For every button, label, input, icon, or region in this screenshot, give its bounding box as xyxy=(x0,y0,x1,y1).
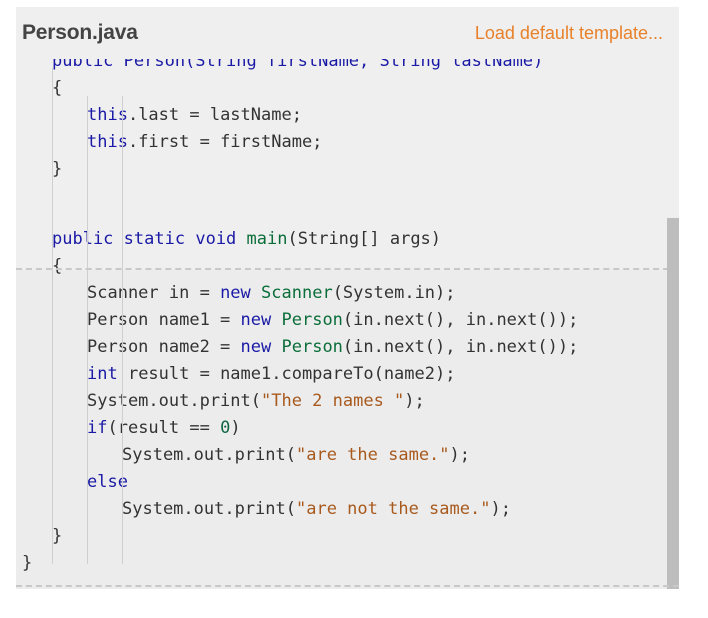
code-line: } xyxy=(52,523,62,550)
code-token: "are the same." xyxy=(296,445,450,465)
code-token: System.out.print( xyxy=(122,445,296,465)
code-token: else xyxy=(87,472,128,492)
code-token xyxy=(236,229,246,249)
code-token: (System.in); xyxy=(332,283,456,303)
code-token: this xyxy=(87,132,128,152)
code-token: new xyxy=(220,283,251,303)
code-line: } xyxy=(22,550,32,577)
code-token xyxy=(185,229,195,249)
vertical-scrollbar[interactable] xyxy=(667,218,679,589)
code-line: if(result == 0) xyxy=(87,415,241,442)
code-token: ); xyxy=(449,445,471,465)
code-line: { xyxy=(52,253,62,280)
code-line: int result = name1.compareTo(name2); xyxy=(87,361,455,388)
file-name: Person.java xyxy=(22,21,138,44)
indent-guide xyxy=(52,68,53,564)
code-token: Person name1 = xyxy=(87,310,241,330)
code-token: (result == xyxy=(107,418,221,438)
code-line: { xyxy=(52,75,62,102)
code-editor[interactable]: Person.java Load default template... pub… xyxy=(16,7,679,589)
code-line: Person name2 = new Person(in.next(), in.… xyxy=(87,334,578,361)
code-token: result = name1.compareTo(name2); xyxy=(117,364,456,384)
code-token: ) xyxy=(230,418,241,438)
code-line: public Person(String firstName, String l… xyxy=(52,59,543,75)
code-token: { xyxy=(52,256,63,276)
code-token xyxy=(271,337,281,357)
code-token: public xyxy=(52,229,114,249)
code-token: Person xyxy=(281,337,343,357)
code-token: Scanner in = xyxy=(87,283,221,303)
section-divider xyxy=(16,268,679,270)
code-token xyxy=(271,310,281,330)
code-token: ); xyxy=(404,391,425,411)
code-line: this.last = lastName; xyxy=(87,102,302,129)
code-token: if xyxy=(87,418,108,438)
code-token: .last = lastName; xyxy=(127,105,302,125)
code-section-background xyxy=(16,270,667,589)
code-token xyxy=(251,283,261,303)
indent-guide xyxy=(122,96,123,564)
code-line: Scanner in = new Scanner(System.in); xyxy=(87,280,456,307)
code-token: new xyxy=(240,337,272,357)
code-token: Scanner xyxy=(261,283,333,303)
code-token: "are not the same." xyxy=(296,499,491,519)
code-token: } xyxy=(52,526,63,546)
code-token: Person name2 = xyxy=(87,337,241,357)
code-token: public Person(String firstName, String l… xyxy=(52,59,544,71)
code-token: 0 xyxy=(220,418,231,438)
editor-header: Person.java Load default template... xyxy=(16,7,679,59)
code-line: else xyxy=(87,469,128,496)
indent-guide xyxy=(87,96,88,564)
code-line: System.out.print("are not the same."); xyxy=(122,496,511,523)
code-area[interactable]: public Person(String firstName, String l… xyxy=(16,59,679,589)
code-token: this xyxy=(87,105,128,125)
code-token: (in.next(), in.next()); xyxy=(342,310,579,330)
code-line: } xyxy=(52,156,62,183)
code-line: System.out.print("The 2 names "); xyxy=(87,388,425,415)
code-line: this.first = firstName; xyxy=(87,129,322,156)
code-token: Person xyxy=(281,310,343,330)
code-token: int xyxy=(87,364,118,384)
code-line: Person name1 = new Person(in.next(), in.… xyxy=(87,307,578,334)
load-default-template-link[interactable]: Load default template... xyxy=(474,23,663,43)
code-token: "The 2 names " xyxy=(261,391,405,411)
code-line: System.out.print("are the same."); xyxy=(122,442,470,469)
code-token: { xyxy=(52,78,63,98)
code-token: .first = firstName; xyxy=(127,132,323,152)
code-line: public static void main(String[] args) xyxy=(52,226,441,253)
code-token: (in.next(), in.next()); xyxy=(342,337,579,357)
code-token: (String[] args) xyxy=(287,229,442,249)
code-token: new xyxy=(240,310,272,330)
code-token: System.out.print( xyxy=(87,391,261,411)
code-token: System.out.print( xyxy=(122,499,296,519)
code-token: void xyxy=(195,229,237,249)
code-token: } xyxy=(22,553,33,573)
code-token: ); xyxy=(490,499,511,519)
code-token: } xyxy=(52,159,63,179)
bottom-divider xyxy=(16,585,679,587)
code-token: static xyxy=(123,229,186,249)
code-token: main xyxy=(246,229,288,249)
